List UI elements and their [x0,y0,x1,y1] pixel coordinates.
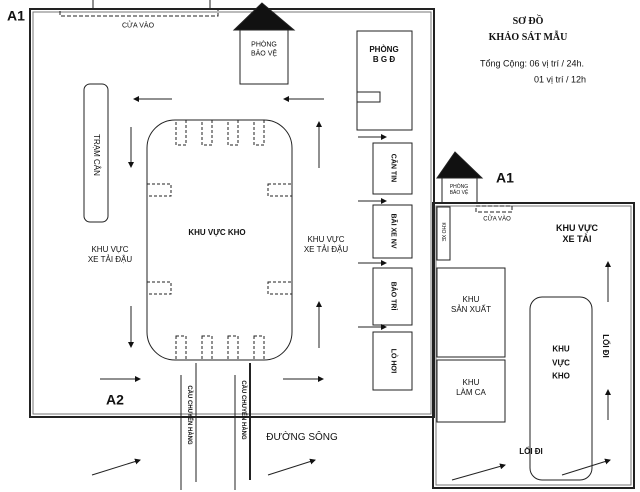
canteen-label: CĂN TIN [389,153,397,183]
label-line: B G Đ [372,55,396,64]
bridge-label-2: CẦU CHUYỂN HÀNG [239,380,246,440]
label-line: PHÒNG [251,41,277,49]
guard-room [239,29,289,85]
title-line-1: SƠ ĐỒ [512,15,544,27]
label-line: PHÒNG [369,45,399,54]
second-guard-room [441,177,478,204]
label-line: KHU [462,295,480,304]
warehouse-label: KHU VỰC KHO [188,228,246,237]
label-line: KHU VỰC [307,235,345,244]
side-room-boiler [372,331,413,391]
label-line: KHU [552,344,570,354]
maintenance-label: BẢO TRÌ [389,281,397,311]
bridge-label-1: CẦU CHUYỂN HÀNG [185,385,192,445]
label-line: BẢO VỆ [250,50,278,57]
main-warehouse [146,119,293,361]
corner-label-a1: A1 [7,7,25,24]
staff-parking-label: BÃI XE NV [389,213,397,249]
second-gate-label: CỬA VÀO [483,216,511,223]
director-room [356,30,413,131]
side-room-canteen [372,142,413,195]
label-line: XE TẢI [562,234,592,244]
shift-area [436,359,506,423]
total-line-1: Tổng Cộng: 06 vị trí / 24h. [479,58,585,69]
label-line: KHO [552,371,570,381]
guard-roof [232,2,296,31]
walkway-vertical-label: LỐI ĐI [601,334,610,358]
second-gate [475,205,513,213]
total-line-2: 01 vị trí / 12h [533,74,587,85]
second-corner-a1: A1 [496,169,514,186]
label-line: BẢO VỆ [449,190,469,196]
waterway-label: ĐƯỜNG SÔNG [266,431,338,443]
boiler-label: LÒ HƠI [389,348,397,374]
second-warehouse-label: KHU VỰC KHO [552,343,570,384]
production-area [436,267,506,358]
weighing-station [83,83,109,223]
weighing-station-label: TRẠM CÂN [92,134,101,176]
title-line-2: KHẢO SÁT MẪU [488,31,568,43]
label-line: PHÒNG [449,183,469,190]
label-line: KHU VỰC [556,222,598,233]
label-line: XE TẢI ĐẬU [87,255,133,264]
label-line: VỰC [552,358,570,368]
walkway-bottom-label: LỐI ĐI [519,447,543,456]
side-room-maintenance [372,267,413,326]
label-line: KHU VỰC [91,245,129,254]
second-site-border [432,202,635,489]
main-gate [59,8,219,17]
label-line: LÀM CA [456,388,486,397]
label-line: KHU [462,378,480,387]
main-gate-label: CỬA VÀO [121,22,155,30]
label-line: SẢN XUẤT [450,305,492,314]
side-room-parking [372,204,413,259]
point-a2: A2 [106,391,124,408]
traffic-arrows [91,96,611,481]
label-line: XE TẢI ĐẬU [303,245,349,254]
second-warehouse [529,296,593,481]
small-room-label: KHO XE [440,222,447,242]
